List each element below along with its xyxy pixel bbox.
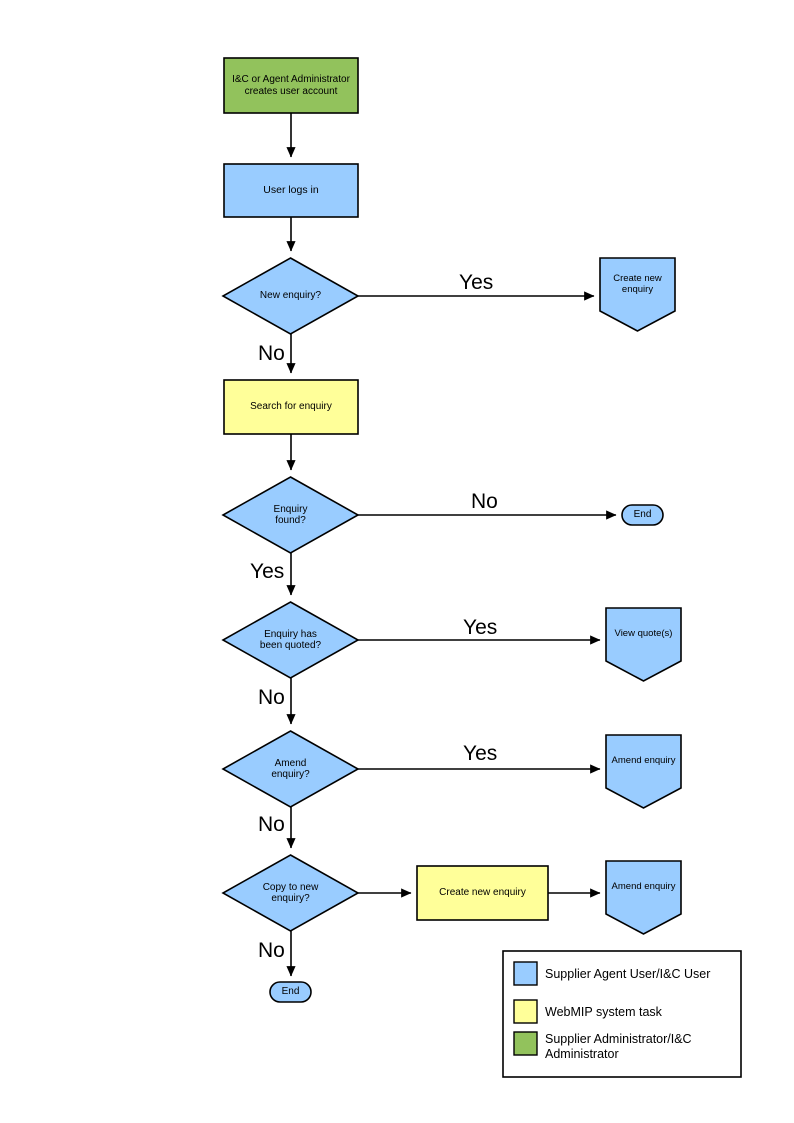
edge-label-no-amend-enquiry: No [258, 813, 285, 836]
node-create-new-enquiry-pennant[interactable] [599, 257, 676, 332]
node-end-not-found[interactable] [621, 504, 664, 526]
node-amend-enquiry-pennant-1[interactable] [605, 734, 682, 809]
node-amend-enquiry-pennant-2[interactable] [605, 860, 682, 935]
edge-label-no-copy-to-new: No [258, 939, 285, 962]
node-shapes [221, 57, 682, 1003]
node-copy-to-new-enquiry-decision[interactable] [221, 854, 360, 932]
edge-connectors [286, 113, 617, 977]
node-new-enquiry-decision[interactable] [221, 257, 360, 335]
node-view-quotes-pennant[interactable] [605, 607, 682, 682]
edge-label-yes-enquiry-quoted: Yes [463, 616, 498, 639]
node-create-new-enquiry-task[interactable] [416, 865, 549, 921]
node-user-logs-in[interactable] [223, 163, 359, 218]
edge-label-yes-enquiry-found: Yes [250, 560, 285, 583]
legend-label-legend-administrator: Supplier Administrator/I&C Administrator [545, 1032, 692, 1061]
legend-shapes [502, 950, 742, 1078]
node-create-user-account[interactable] [223, 57, 359, 114]
legend-swatch-legend-actor-user [513, 961, 538, 986]
node-enquiry-found-decision[interactable] [221, 476, 360, 554]
node-enquiry-quoted-decision[interactable] [221, 601, 360, 679]
legend-swatch-legend-system-task [513, 999, 538, 1024]
legend-box [502, 950, 742, 1078]
legend-label-legend-actor-user: Supplier Agent User/I&C User [545, 967, 711, 981]
node-amend-enquiry-decision[interactable] [221, 730, 360, 808]
node-search-for-enquiry[interactable] [223, 379, 359, 435]
edge-label-no-enquiry-found: No [471, 490, 498, 513]
edge-label-no-new-enquiry: No [258, 342, 285, 365]
legend-swatch-legend-administrator [513, 1031, 538, 1056]
edge-label-yes-amend-enquiry: Yes [463, 742, 498, 765]
legend-label-legend-system-task: WebMIP system task [545, 1005, 662, 1019]
node-end-final[interactable] [269, 981, 312, 1003]
edge-label-yes-new-enquiry: Yes [459, 271, 494, 294]
edge-label-no-enquiry-quoted: No [258, 686, 285, 709]
